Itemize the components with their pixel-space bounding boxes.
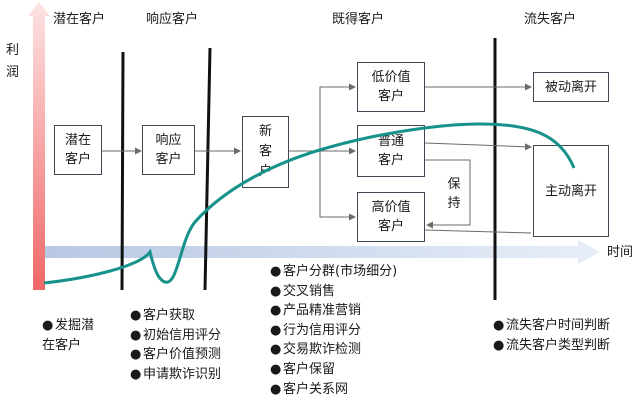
node-potential-customer: 潜在 客户 <box>54 125 102 175</box>
activities-acquired: ●客户分群(市场细分) ●交叉销售 ●产品精准营销 ●行为信用评分 ●交易欺诈检… <box>270 262 397 399</box>
node-text: 潜在 <box>64 133 91 148</box>
node-responding-customer: 响应 客户 <box>142 125 195 175</box>
activity-text: 产品精准营销 <box>283 303 362 319</box>
bullet-dot: ● <box>270 361 282 377</box>
bullet-dot: ● <box>270 264 282 279</box>
activity-text: 客户保留 <box>283 361 336 377</box>
activity-item: ●客户保留 <box>270 360 397 380</box>
activity-item: ●申请欺诈识别 <box>130 365 221 385</box>
bullet-dot: ● <box>270 283 282 299</box>
node-text: 普通 <box>377 134 404 149</box>
branch-to-high-value <box>319 151 356 221</box>
activity-text: 流失客户类型判断 <box>506 337 611 353</box>
activity-item: ●客户分群(市场细分) <box>270 262 397 282</box>
stage-header-acquired: 既得客户 <box>332 12 385 27</box>
node-text: 客户 <box>64 152 91 167</box>
bullet-dot: ● <box>493 318 505 333</box>
activity-item: ●客户关系网 <box>270 380 397 400</box>
node-text: 高价值 <box>371 200 411 215</box>
activity-item: ●交叉销售 <box>270 282 397 302</box>
activity-text: 交叉销售 <box>283 283 336 299</box>
activity-text: 行为信用评分 <box>283 322 362 338</box>
activity-item: ●行为信用评分 <box>270 321 397 341</box>
activity-item: ●客户获取 <box>130 306 221 326</box>
bullet-dot: ● <box>270 303 282 319</box>
bullet-dot: ● <box>130 308 142 323</box>
node-text: 主动离开 <box>544 183 597 199</box>
node-text: 客户 <box>377 153 404 168</box>
activity-text: 发掘潜 <box>55 318 95 333</box>
activity-text: 客户获取 <box>143 308 196 323</box>
branch-to-low-value <box>319 83 356 151</box>
node-text: 持 <box>447 196 461 211</box>
activities-churned: ●流失客户时间判断 ●流失客户类型判断 <box>493 316 610 355</box>
activity-item: ●流失客户时间判断 <box>493 316 610 336</box>
activity-item: ●发掘潜 <box>42 316 94 336</box>
time-axis-arrow <box>44 240 600 264</box>
node-passive-leave: 被动离开 <box>533 72 609 102</box>
activity-item: 在客户 <box>42 336 94 356</box>
bullet-dot: ● <box>130 347 142 363</box>
x-axis-label: 时间 <box>607 245 634 260</box>
node-text: 新 <box>258 124 272 139</box>
node-text: 客 <box>258 144 272 159</box>
activity-item: ●交易欺诈检测 <box>270 340 397 360</box>
node-text: 低价值 <box>371 70 411 85</box>
bullet-dot: ● <box>270 322 282 338</box>
arrow-high-to-active-leave <box>424 229 532 234</box>
activity-text: 交易欺诈检测 <box>283 342 362 358</box>
node-text: 客户 <box>377 219 404 234</box>
activity-text: 申请欺诈识别 <box>143 366 222 382</box>
node-text: 户 <box>258 164 272 179</box>
activity-item: ●产品精准营销 <box>270 301 397 321</box>
node-text: 客户 <box>155 152 182 167</box>
stage-divider-1 <box>120 51 125 291</box>
activities-responding: ●客户获取 ●初始信用评分 ●客户价值预测 ●申请欺诈识别 <box>130 306 221 384</box>
activity-text: 客户关系网 <box>283 381 349 397</box>
node-text: 响应 <box>155 133 182 148</box>
activity-text: 流失客户时间判断 <box>506 318 611 333</box>
node-text: 保 <box>447 177 461 192</box>
bullet-dot: ● <box>42 318 54 333</box>
node-normal-customer: 普通 客户 <box>357 125 425 177</box>
stage-header-responding: 响应客户 <box>146 12 199 27</box>
activity-item: ●初始信用评分 <box>130 326 221 346</box>
activity-text: 客户价值预测 <box>143 347 222 363</box>
activity-item: ●客户价值预测 <box>130 345 221 365</box>
node-new-customer: 新 客 户 <box>242 116 289 188</box>
node-text: 客户 <box>377 89 404 104</box>
node-active-leave: 主动离开 <box>533 145 609 237</box>
node-retain: 保 持 <box>438 170 470 218</box>
stage-header-churned: 流失客户 <box>524 12 577 27</box>
node-text: 被动离开 <box>544 79 597 95</box>
activity-item: ●流失客户类型判断 <box>493 336 610 356</box>
activity-text: 客户分群(市场细分) <box>283 264 398 279</box>
node-high-value-customer: 高价值 客户 <box>357 192 425 242</box>
bullet-dot: ● <box>493 337 505 353</box>
node-low-value-customer: 低价值 客户 <box>357 62 425 112</box>
activity-text: 在客户 <box>42 337 82 353</box>
activity-text: 初始信用评分 <box>143 327 222 343</box>
bullet-dot: ● <box>130 366 142 382</box>
arrow-normal-to-active-leave <box>424 142 532 151</box>
bullet-dot: ● <box>130 327 142 343</box>
bullet-dot: ● <box>270 381 282 397</box>
stage-header-potential: 潜在客户 <box>53 12 106 27</box>
activities-potential: ●发掘潜 在客户 <box>42 316 94 355</box>
bullet-dot: ● <box>270 342 282 358</box>
y-axis-label: 利润 <box>6 43 20 80</box>
